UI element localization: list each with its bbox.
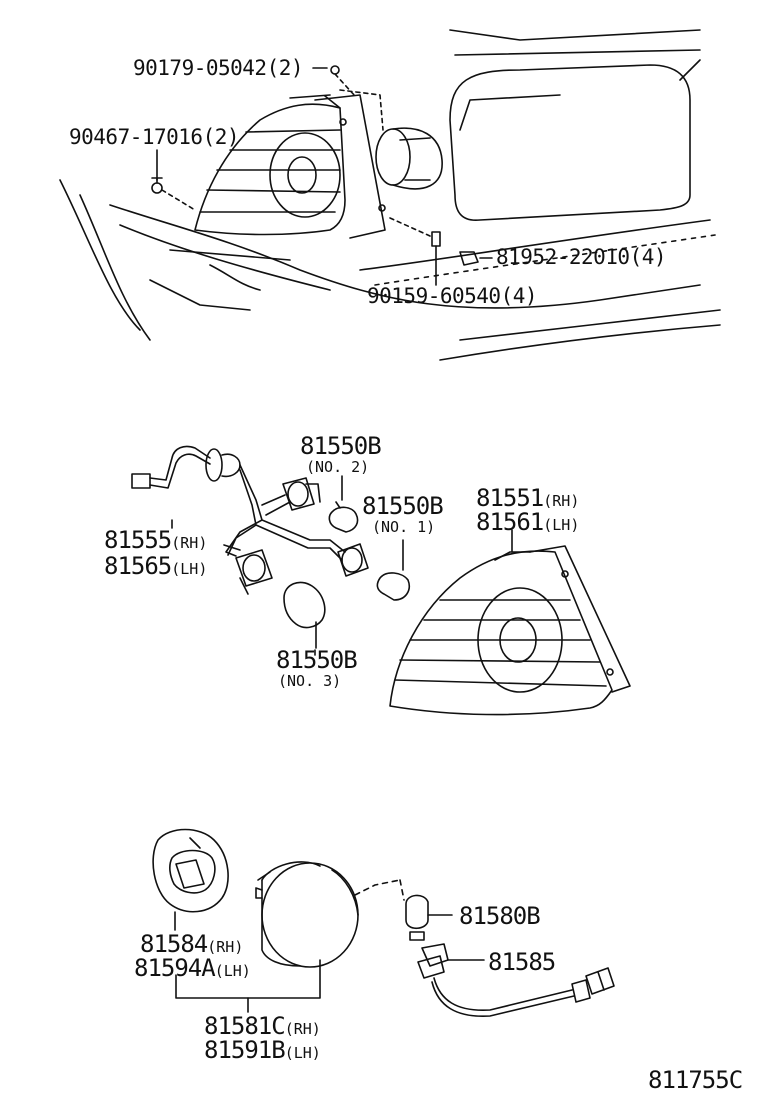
label-81551[interactable]: 81551(RH) [476, 484, 580, 512]
label-no1: (NO. 1) [372, 518, 436, 536]
bulb-no3 [283, 581, 326, 649]
wire-harness [131, 445, 346, 561]
label-90159-60540[interactable]: 90159-60540(4) [367, 284, 538, 308]
label-81585[interactable]: 81585 [488, 948, 556, 976]
label-81581c[interactable]: 81581C(RH) [204, 1012, 321, 1040]
label-81584[interactable]: 81584(RH) [140, 930, 244, 958]
label-81565[interactable]: 81565(LH) [104, 552, 208, 580]
label-90467-17016[interactable]: 90467-17016(2) [69, 125, 240, 149]
qualifier-rh: (RH) [171, 534, 208, 552]
bulb-no1 [376, 539, 410, 601]
label-no3: (NO. 3) [278, 672, 342, 690]
qualifier-rh: (RH) [543, 492, 580, 510]
socket-top [375, 127, 443, 190]
label-81952-22010[interactable]: 81952-22010(4) [496, 245, 667, 269]
label-81580b[interactable]: 81580B [459, 902, 541, 930]
license-lamp-cover [152, 828, 229, 931]
license-socket [417, 943, 615, 1017]
label-81550b-no1[interactable]: 81550B [362, 492, 444, 520]
socket-no2 [282, 477, 321, 511]
label-81550b-no3[interactable]: 81550B [276, 646, 358, 674]
qualifier-lh: (LH) [284, 1044, 321, 1062]
label-90179-05042[interactable]: 90179-05042(2) [133, 56, 304, 80]
label-81550b-no2[interactable]: 81550B [300, 432, 382, 460]
tail-lamp-lens [389, 529, 631, 716]
license-lamp-body [255, 861, 405, 968]
qualifier-lh: (LH) [543, 516, 580, 534]
qualifier-rh: (RH) [207, 938, 244, 956]
qualifier-lh: (LH) [171, 560, 208, 578]
socket-no3 [235, 549, 273, 595]
label-81561[interactable]: 81561(LH) [476, 508, 580, 536]
license-bulb [405, 894, 453, 941]
qualifier-rh: (RH) [284, 1020, 321, 1038]
diagram-code: 811755C [648, 1066, 743, 1094]
fasteners-top [151, 65, 493, 286]
label-81555[interactable]: 81555(RH) [104, 526, 208, 554]
label-no2: (NO. 2) [306, 458, 370, 476]
rear-body-outline [59, 29, 721, 361]
bracket-81581c [175, 959, 321, 1013]
label-81591b[interactable]: 81591B(LH) [204, 1036, 321, 1064]
socket-no1 [337, 543, 369, 577]
tail-lamp-top [194, 94, 386, 239]
qualifier-lh: (LH) [214, 962, 251, 980]
label-81594a[interactable]: 81594A(LH) [134, 954, 251, 982]
bulb-no2 [328, 475, 359, 533]
